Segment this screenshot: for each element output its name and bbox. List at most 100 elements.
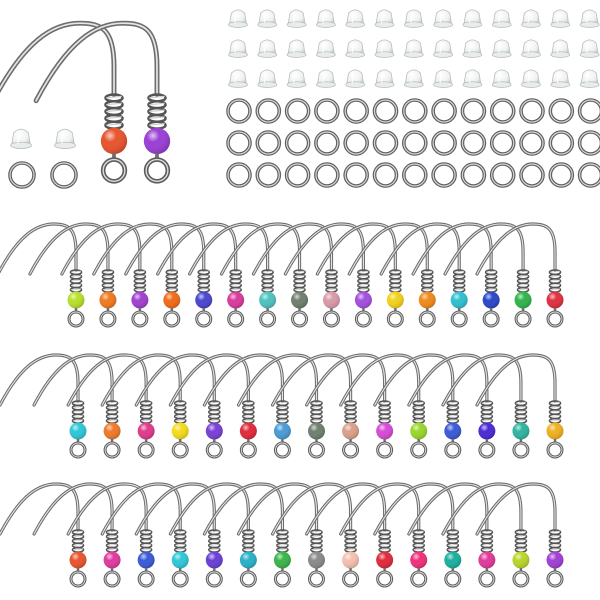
wire-coil <box>446 529 460 553</box>
wire-coil <box>548 529 562 553</box>
wire-coil <box>480 400 494 424</box>
small-hook <box>156 222 245 328</box>
wire-coil <box>104 93 124 130</box>
earring-backing <box>374 9 395 28</box>
earring-backing <box>550 9 571 28</box>
earring-backing <box>315 9 336 28</box>
small-hook <box>66 482 155 588</box>
wire-coil <box>378 400 391 424</box>
jump-ring <box>226 162 252 188</box>
small-hook <box>407 353 496 459</box>
wire-coil <box>548 269 562 293</box>
wire-coil <box>484 269 498 293</box>
earring-backing <box>521 69 541 88</box>
earring-backing <box>286 39 307 58</box>
earring-backing <box>345 69 366 88</box>
jump-ring <box>255 98 282 124</box>
jump-ring <box>372 130 399 156</box>
jump-ring <box>284 98 311 124</box>
earring-backing <box>491 39 512 58</box>
jump-ring <box>255 130 282 156</box>
wire-coil <box>133 269 147 293</box>
earring-backing <box>462 39 483 58</box>
earring-backing <box>403 39 424 58</box>
wire-coil <box>139 400 153 424</box>
jump-ring <box>548 98 575 124</box>
earring-backing <box>491 69 512 88</box>
jump-ring <box>226 130 252 156</box>
small-hook <box>236 353 325 459</box>
small-hook <box>188 222 277 328</box>
earring-backing <box>286 9 307 28</box>
small-hook <box>443 222 532 328</box>
wire-coil <box>207 400 221 424</box>
wire-coil <box>378 529 391 553</box>
wire-coil <box>207 529 221 553</box>
jump-ring <box>401 98 428 124</box>
jump-ring <box>519 98 545 124</box>
wire-coil <box>420 269 434 293</box>
wire-coil <box>310 400 323 424</box>
wire-coil <box>514 529 528 553</box>
wire-coil <box>548 400 562 424</box>
earring-backing <box>550 39 571 58</box>
small-hook <box>475 353 564 459</box>
small-hook <box>134 482 223 588</box>
earring-backing <box>345 39 366 58</box>
wire-coil <box>261 269 274 293</box>
earring-backing <box>433 9 454 28</box>
earring-backings-grid <box>228 9 600 88</box>
wire-coil <box>105 400 119 424</box>
earring-backing <box>521 39 541 58</box>
jump-ring <box>460 162 487 188</box>
jump-ring <box>577 98 600 124</box>
small-hook <box>411 222 500 328</box>
small-hook <box>283 222 372 328</box>
hook-row-1 <box>0 222 564 328</box>
wire-coil <box>197 269 211 293</box>
wire-coil <box>105 529 119 553</box>
earring-backing <box>550 69 571 88</box>
hook-row-2 <box>0 353 564 459</box>
small-hook <box>134 353 223 459</box>
jump-ring <box>489 162 516 188</box>
wire-coil <box>310 529 323 553</box>
wire-coil <box>357 269 370 293</box>
earring-backing <box>315 69 336 88</box>
small-hook <box>32 353 121 459</box>
jump-ring <box>460 130 487 156</box>
jump-ring <box>431 130 457 156</box>
small-hook <box>60 222 149 328</box>
small-hook <box>32 482 121 588</box>
wire-coil <box>344 529 357 553</box>
small-hook <box>373 482 462 588</box>
earring-backing <box>54 128 76 149</box>
earring-backing <box>433 39 454 58</box>
jump-ring <box>8 161 36 189</box>
jump-ring <box>460 98 487 124</box>
small-hook <box>0 222 85 328</box>
small-hook <box>0 353 87 459</box>
earring-backing <box>286 69 307 88</box>
earring-backing <box>491 9 512 28</box>
wire-coil <box>480 529 494 553</box>
loose-backings-rings-group <box>8 128 78 189</box>
wire-coil <box>173 400 187 424</box>
wire-coil <box>344 400 357 424</box>
jump-ring <box>548 162 575 188</box>
jump-ring <box>314 98 340 124</box>
small-hook <box>66 353 155 459</box>
wire-coil <box>514 400 528 424</box>
wire-coil <box>276 400 289 424</box>
earring-backing <box>579 69 600 88</box>
earring-backing <box>257 39 278 58</box>
small-hook <box>28 222 117 328</box>
earring-backing <box>257 69 278 88</box>
jump-ring <box>226 98 252 124</box>
earring-backing <box>462 69 483 88</box>
jump-ring <box>314 130 340 156</box>
earring-backing <box>521 9 541 28</box>
earring-backing <box>462 9 483 28</box>
